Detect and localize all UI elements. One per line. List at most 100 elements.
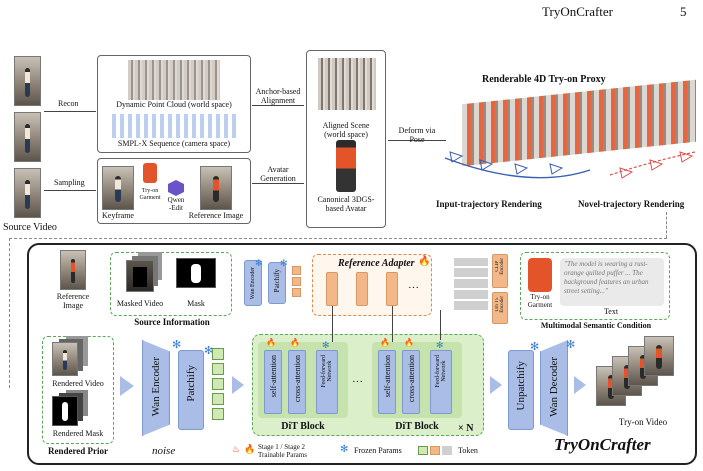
framework-panel (27, 243, 697, 465)
self-attention-1: self-attention (264, 350, 282, 414)
legend-token-green (418, 446, 428, 455)
garment-image-bottom (528, 258, 552, 292)
cross-attention-2: cross-attention (402, 350, 420, 414)
snowflake-icon-2: ✻ (280, 258, 288, 268)
patchify-small: Patchify (268, 262, 286, 304)
legend-token-grey (442, 446, 452, 455)
dit-block-label-2: DiT Block (395, 421, 439, 432)
page-number: 5 (680, 4, 687, 19)
legend-token-label: Token (458, 446, 478, 455)
dit-ellipsis: ··· (352, 376, 363, 388)
rendered-video-label: Rendered Video (52, 379, 104, 388)
keyframe-image (102, 166, 134, 210)
token-orange-2 (292, 277, 301, 286)
times-n-label: × N (458, 423, 474, 434)
legend-snowflake-icon: ✻ (340, 444, 349, 455)
reference-adapter-label: Reference Adapter (338, 258, 415, 269)
clip-encoder: CLIP Encoder (492, 254, 508, 288)
keyframe-label: Keyframe (102, 211, 134, 220)
wan-decoder: Wan Decoder (540, 340, 568, 436)
noise-label: noise (152, 445, 176, 457)
legend-token-orange (430, 446, 440, 455)
point-cloud-image (128, 60, 220, 100)
legend-frozen-label: Frozen Params (354, 446, 402, 455)
source-frame-2 (14, 112, 41, 162)
qwen-logo-icon (168, 180, 184, 196)
adapter-link-1 (332, 306, 333, 342)
fire-icon-adapter: 🔥 (418, 256, 431, 267)
smplx-label: SMPL-X Sequence (camera space) (117, 139, 231, 148)
rendered-mask-image (52, 396, 78, 426)
dashed-connector-r (666, 212, 667, 238)
legend-fire-icon: 🔥 (244, 444, 256, 454)
fire-icon-2: 🔥 (290, 338, 300, 347)
source-frame-3 (14, 168, 41, 218)
recon-box (97, 55, 251, 153)
aligned-scene-label: Aligned Scene (world space) (322, 121, 370, 139)
rendered-video-image (52, 342, 78, 376)
snowflake-icon-8: ✻ (566, 339, 576, 351)
garment-image (143, 163, 157, 183)
fire-icon-3: 🔥 (380, 338, 390, 347)
deform-label: Deform via Pose (398, 126, 436, 144)
input-traj-label: Input-trajectory Rendering (436, 199, 542, 209)
adapter-ellipsis: ··· (408, 282, 419, 294)
tryon-video-frame-4 (644, 336, 674, 376)
text-link (440, 310, 441, 340)
ffn-2: Feed-forward Network (430, 350, 452, 414)
arrow-to-output (574, 376, 586, 394)
proxy-title: Renderable 4D Try-on Proxy (482, 74, 606, 85)
recon-label: Recon (58, 99, 79, 108)
alignment-arrow (252, 105, 304, 106)
source-info-box (110, 252, 232, 316)
token-orange-3 (292, 288, 301, 297)
adapter-block-2 (356, 272, 368, 306)
sampling-label: Sampling (54, 178, 85, 187)
avatar-image (336, 140, 356, 192)
token-green-1 (212, 348, 224, 360)
patchify: Patchify (178, 350, 204, 430)
source-frame-1 (14, 56, 41, 106)
mask-label: Mask (187, 299, 205, 308)
ffn-1: Feed-forward Network (316, 350, 338, 414)
wan-encoder: Wan Encoder (142, 340, 170, 436)
rendered-prior-box (42, 336, 114, 444)
token-green-3 (212, 378, 224, 390)
snowflake-icon-7: ✻ (530, 341, 540, 353)
token-orange-1 (292, 266, 301, 275)
rendered-prior-label: Rendered Prior (47, 446, 109, 456)
arrow-to-dit (232, 376, 244, 394)
multimodal-label: Multimodal Semantic Condition (540, 321, 652, 330)
fire-icon-1: 🔥 (266, 338, 276, 347)
alignment-label: Anchor-based Alignment (255, 87, 301, 105)
multimodal-box (520, 252, 670, 320)
legend-stage-label: Stage 1 / Stage 2 Trainable Params (258, 443, 307, 459)
snowflake-icon-5: ✻ (322, 340, 330, 350)
masked-video-label: Masked Video (116, 299, 164, 308)
text-prompt: "The model is wearing a rust-orange quil… (564, 260, 649, 296)
trajectory-curves (444, 151, 696, 179)
text-prompt-box (560, 258, 664, 306)
token-green-4 (212, 393, 224, 405)
adapter-block-3 (386, 272, 398, 306)
canonical-avatar-label: Canonical 3DGS- based Avatar (317, 195, 375, 213)
dashed-connector-h (9, 238, 667, 239)
smplx-image (112, 114, 238, 138)
snowflake-icon-4: ✻ (204, 345, 214, 357)
unpatchify: Unpatchify (508, 350, 534, 430)
reference-image-label-bottom: Reference Image (56, 292, 90, 310)
text-label: Text (603, 307, 619, 316)
fire-icon-4: 🔥 (404, 338, 414, 347)
adapter-link-2 (392, 306, 393, 342)
dashed-connector-v (9, 238, 10, 388)
mask-image (176, 258, 216, 288)
wan-encoder-small: Wan Encoder (244, 260, 262, 306)
rendered-mask-label: Rendered Mask (52, 429, 104, 438)
snowflake-icon-6: ✻ (436, 340, 444, 350)
deform-arrow (388, 140, 446, 141)
adapter-block-1 (326, 272, 338, 306)
avatar-generation-label: Avatar Generation (260, 165, 296, 183)
recon-arrow (44, 111, 96, 112)
tryon-garment-label-bottom: Try-on Garment (527, 293, 553, 309)
sampling-box (97, 158, 251, 224)
